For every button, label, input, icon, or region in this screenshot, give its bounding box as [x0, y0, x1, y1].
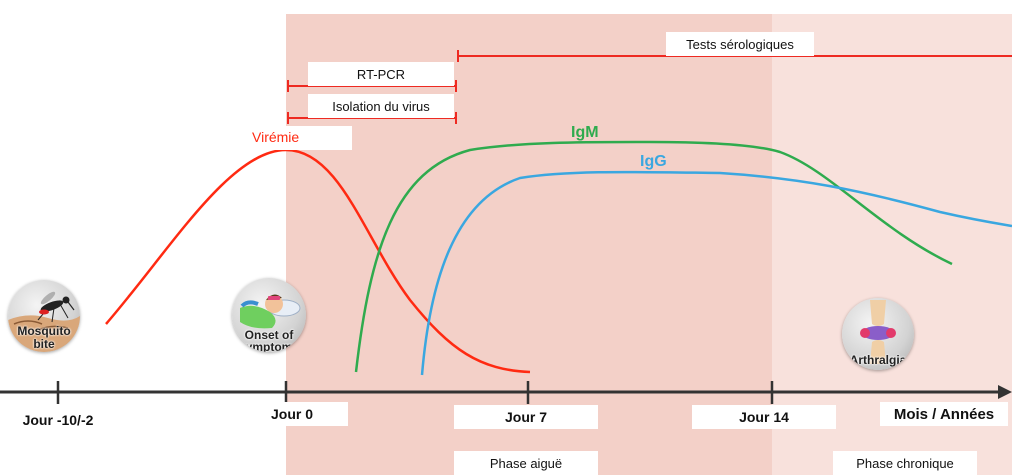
- virus-isolation-test-label: Isolation du virus: [308, 94, 454, 118]
- igg-curve: [420, 170, 1012, 376]
- joint-icon-drawing: [860, 300, 896, 364]
- viremia-curve: [105, 148, 531, 374]
- igm-label: IgM: [571, 124, 599, 141]
- mosquito-icon: Mosquito bite: [8, 280, 80, 352]
- chronic-phase-label: Phase chronique: [833, 451, 977, 475]
- tick-label-mois-annees: Mois / Années: [880, 402, 1008, 426]
- viremia-label-background: [250, 126, 352, 150]
- mosquito-caption-line1: Mosquito: [17, 324, 71, 338]
- time-axis-arrowhead: [998, 385, 1012, 399]
- sick-patient-icon-drawing: [240, 294, 301, 329]
- rtpcr-test-label: RT-PCR: [308, 62, 454, 86]
- sick-patient-icon: Onset of symptoms: [232, 278, 306, 352]
- mosquito-icon-drawing: [8, 291, 80, 352]
- chronic-phase-background: [772, 14, 1012, 475]
- symptoms-caption-line2: symptoms: [238, 340, 300, 352]
- acute-phase-label: Phase aiguë: [454, 451, 598, 475]
- igm-curve: [354, 140, 953, 373]
- viremia-label: Virémie: [252, 129, 300, 145]
- tick-label-jour-minus10: Jour -10/-2: [22, 412, 94, 428]
- igg-label: IgG: [640, 153, 667, 170]
- serology-test-label: Tests sérologiques: [666, 32, 814, 56]
- joint-icon: Arthralgia: [842, 298, 914, 370]
- tick-label-jour-7: Jour 7: [454, 405, 598, 429]
- arthralgia-caption: Arthralgia: [849, 353, 907, 367]
- symptoms-caption-line1: Onset of: [244, 328, 294, 342]
- mosquito-caption-line2: bite: [33, 337, 55, 351]
- tick-label-jour-0: Jour 0: [236, 402, 348, 426]
- tick-label-jour-14: Jour 14: [692, 405, 836, 429]
